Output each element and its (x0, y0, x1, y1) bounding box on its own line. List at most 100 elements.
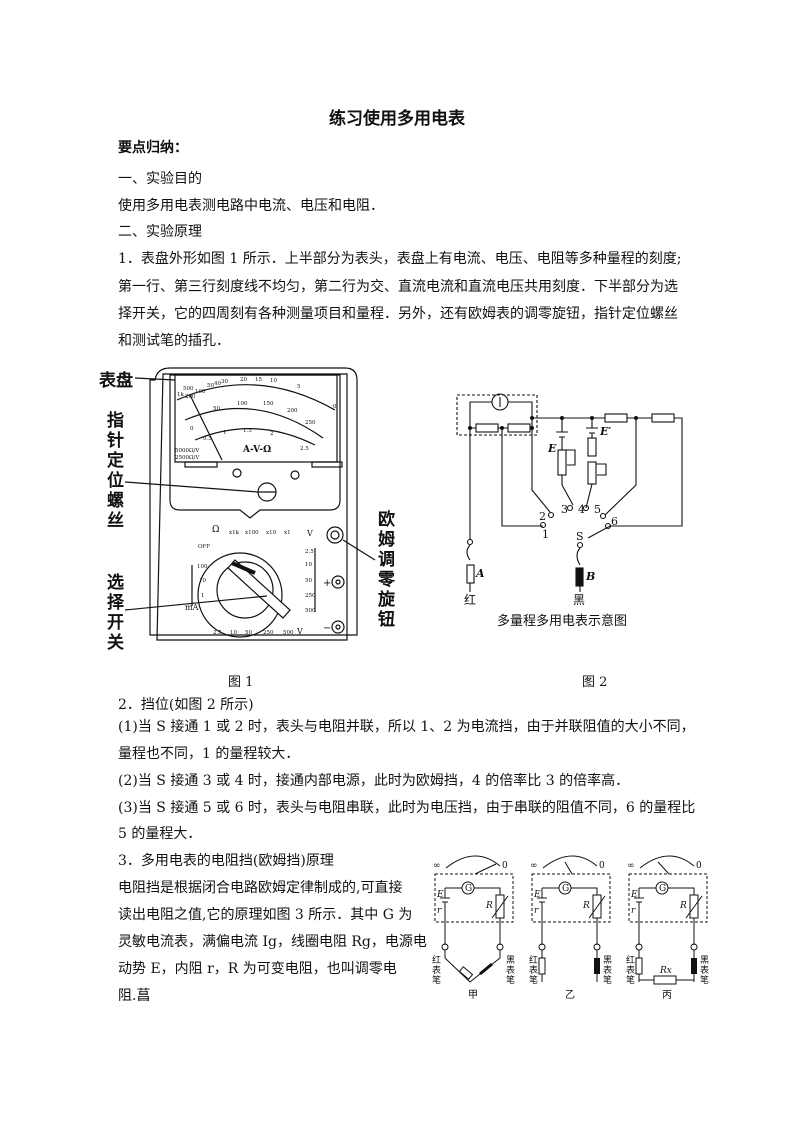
summary-heading: 要点归纳： (118, 140, 188, 156)
switch-S: S (576, 530, 584, 543)
infinity-mark: ∞ (530, 861, 538, 871)
black-pen-label: 黑 (603, 955, 612, 966)
label-A: A (475, 567, 485, 580)
plus-symbol: + (323, 578, 331, 589)
range-label: 100 (197, 564, 208, 570)
range-label: OFF (198, 544, 210, 550)
black-pen-label: 表 (603, 964, 612, 976)
range-label: 50 (305, 578, 312, 584)
range-label: 500 (305, 608, 316, 614)
label-switch-char: 关 (107, 632, 124, 653)
range-label: 1 (201, 593, 205, 599)
scale-label: 250 (305, 420, 316, 426)
figure-1-multimeter: 表盘 指 针 定 位 螺 丝 欧 姆 调 零 旋 钮 选 择 开 关 1k 50… (99, 367, 396, 653)
scale-label: 5 (297, 384, 301, 390)
contact-5: 5 (594, 503, 601, 516)
range-label: 10 (199, 578, 206, 584)
red-pen-label: 表 (626, 964, 635, 976)
red-pen-label: 红 (432, 954, 441, 966)
label-E: E (533, 890, 541, 900)
figure-1-caption: 图 1 (228, 675, 254, 690)
paragraph-line: 量程也不同，1 的量程较大． (118, 746, 300, 762)
range-label: 250 (263, 630, 274, 636)
black-pen-label: 笔 (603, 974, 612, 986)
panel-label: 乙 (565, 989, 575, 1001)
scale-label: 1.5 (243, 428, 252, 434)
figure-2-title: 多量程多用电表示意图 (497, 613, 627, 629)
paragraph-line: 2．挡位(如图 2 所示) (118, 697, 254, 713)
scale-label: 0 (190, 426, 194, 432)
black-pen-label: 笔 (700, 974, 709, 986)
page-title: 练习使用多用电表 (329, 109, 465, 129)
label-E: E (436, 890, 444, 900)
ma-symbol: mA (185, 603, 199, 612)
black-pen-label: 黑 (700, 955, 709, 966)
label-knob-char: 钮 (378, 609, 395, 630)
v-symbol: V (296, 627, 303, 636)
scale-label: 150 (263, 401, 274, 407)
range-label: 2.5 (305, 549, 314, 555)
paragraph-line: 动势 E，内阻 r，R 为可变电阻，也叫调零电 (118, 961, 397, 977)
scale-label: 40 (214, 381, 221, 387)
scale-label: 15 (255, 377, 262, 383)
label-knob-char: 欧 (378, 509, 395, 530)
black-pen-label: 表 (506, 964, 515, 976)
label-r: r (534, 906, 539, 916)
section-heading: 二、实验原理 (118, 224, 202, 240)
figure-2-circuit: E E′ A B 1 2 3 4 5 6 S 红 黑 多量程多用电表示意图 (456, 393, 683, 629)
label-E-prime: E′ (599, 425, 611, 438)
label-R: R (679, 901, 687, 911)
label-switch-char: 择 (107, 592, 125, 613)
range-label: 500 (283, 630, 294, 636)
figure-2-caption: 图 2 (582, 675, 608, 690)
panel-label: 丙 (662, 990, 672, 1001)
sensitivity-label: 2500Ω/V (175, 455, 200, 461)
label-dial: 表盘 (99, 370, 133, 391)
zero-mark: 0 (502, 861, 508, 871)
ohm-symbol: Ω (212, 525, 219, 535)
panel-label: 甲 (468, 990, 478, 1001)
galvanometer-G: G (465, 884, 472, 894)
scale-label: 50 (213, 406, 220, 412)
label-red: 红 (464, 592, 476, 607)
label-screw-char: 针 (107, 430, 124, 451)
scale-label: 2.5 (300, 446, 309, 452)
label-knob-char: 旋 (377, 589, 396, 610)
zero-mark: 0 (599, 861, 605, 871)
paragraph-line: 5 的量程大． (118, 826, 202, 842)
label-Rx: Rx (659, 966, 672, 976)
paragraph-line: 3．多用电表的电阻挡(欧姆挡)原理 (118, 853, 334, 869)
scale-label: 0.5 (203, 436, 212, 442)
red-pen-label: 笔 (432, 974, 441, 986)
scale-label: 100 (237, 401, 248, 407)
sensitivity-label: 5000Ω/V (175, 448, 200, 454)
paragraph-line: 灵敏电流表，满偏电流 Ig，线圈电阻 Rg，电源电 (118, 934, 427, 950)
range-label: 10 (230, 630, 237, 636)
paragraph-line: 和测试笔的插孔． (118, 333, 230, 349)
zero-mark: 0 (696, 861, 702, 871)
label-screw-char: 定 (107, 450, 124, 471)
red-pen-label: 笔 (529, 974, 538, 986)
paragraph-line: 1．表盘外形如图 1 所示．上半部分为表头，表盘上有电流、电压、电阻等多种量程的… (118, 251, 682, 267)
red-pen-label: 表 (432, 964, 441, 976)
scale-label: 10 (270, 378, 277, 384)
section-heading: 一、实验目的 (118, 171, 202, 187)
scale-label: 0 (333, 404, 337, 410)
contact-3: 3 (561, 503, 568, 516)
contact-1: 1 (542, 528, 549, 541)
paragraph-line: 电阻挡是根据闭合电路欧姆定律制成的,可直接 (118, 880, 403, 896)
scale-label: 50 (207, 383, 214, 389)
paragraph-line: (3)当 S 接通 5 或 6 时，表头与电阻串联，此时为电压挡，由于串联的阻值… (118, 800, 696, 816)
label-R: R (485, 901, 493, 911)
black-pen-label: 黑 (506, 955, 515, 966)
paragraph: 使用多用电表测电路中电流、电压和电阻． (118, 198, 384, 214)
range-label: 50 (245, 630, 252, 636)
range-label: x100 (245, 530, 259, 536)
scale-label: 2 (270, 431, 274, 437)
red-pen-label: 笔 (626, 974, 635, 986)
range-label: x10 (266, 530, 277, 536)
label-r: r (631, 906, 636, 916)
